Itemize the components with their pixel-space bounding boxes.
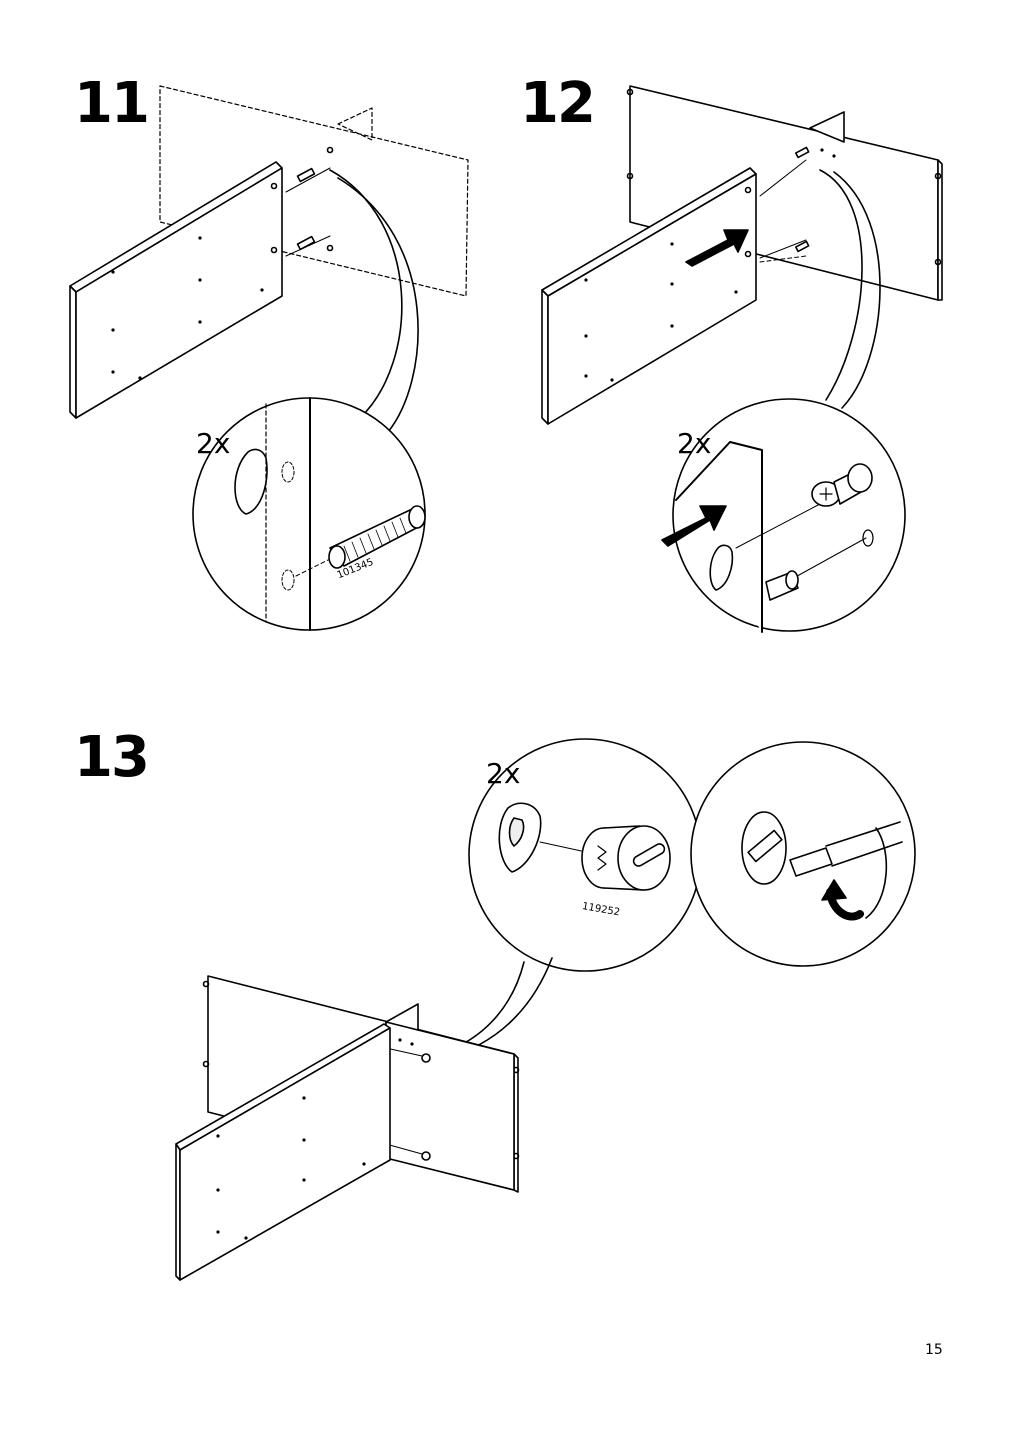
step-12-push-arrow [685, 229, 749, 267]
step-11-illustration [69, 85, 469, 631]
step-12-quantity: 2x [677, 427, 712, 460]
step-13-illustration [175, 738, 916, 1281]
step-12-illustration [541, 85, 943, 633]
step-11-number: 11 [74, 71, 150, 136]
step-11-ghost-panel [159, 85, 469, 297]
step-13-quantity: 2x [486, 757, 521, 790]
step-12-detail-arrow [661, 505, 727, 547]
page-number: 15 [925, 1342, 943, 1358]
step-13-number: 13 [74, 725, 150, 790]
step-11-quantity: 2x [196, 427, 231, 460]
step-13-detail-circle-turn [690, 741, 916, 967]
step-12-number: 12 [520, 71, 596, 136]
